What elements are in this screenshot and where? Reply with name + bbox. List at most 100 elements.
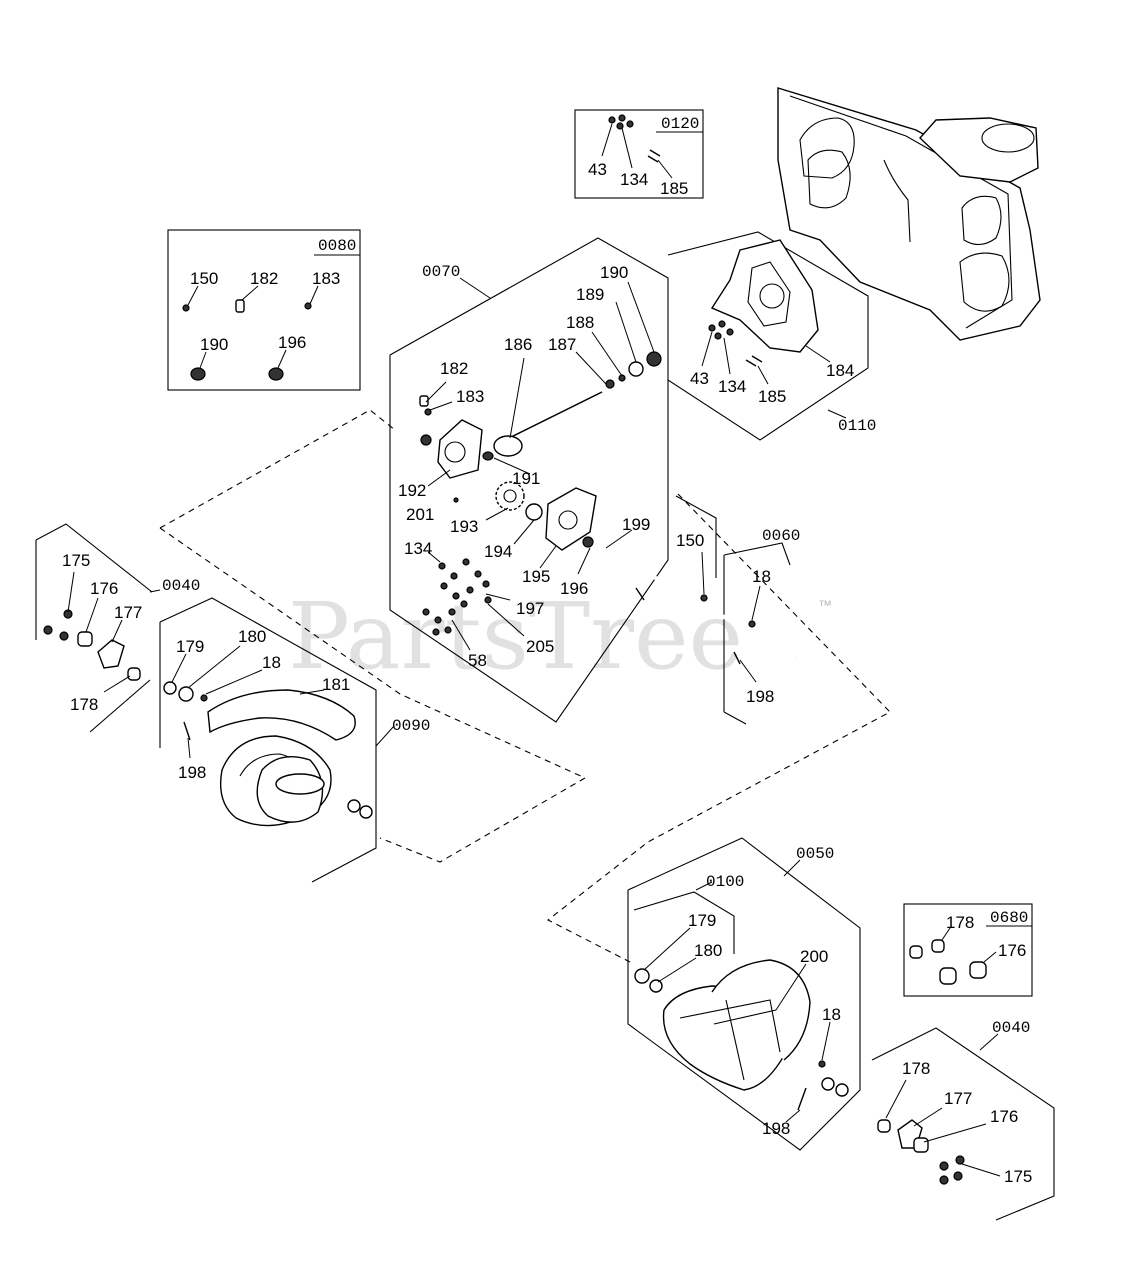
callout[interactable]: 179 xyxy=(176,637,204,656)
auger-flight-right xyxy=(662,959,849,1097)
callout[interactable]: 183 xyxy=(456,387,484,406)
callout[interactable]: 175 xyxy=(62,551,90,570)
group-0060-outline xyxy=(723,542,791,566)
callout[interactable]: 176 xyxy=(990,1107,1018,1126)
callout[interactable]: 193 xyxy=(450,517,478,536)
callout[interactable]: 182 xyxy=(250,269,278,288)
projection-line xyxy=(159,409,396,529)
group-0050: 0050 0100 xyxy=(627,837,861,1151)
group-0110-outline xyxy=(667,231,869,441)
callout[interactable]: 189 xyxy=(576,285,604,304)
group-0680-box xyxy=(903,903,1033,997)
callout[interactable]: 187 xyxy=(548,335,576,354)
auger-housing xyxy=(777,87,1041,341)
worm-gear xyxy=(482,435,523,461)
group-0060: 0060 xyxy=(595,495,800,725)
callout[interactable]: 192 xyxy=(398,481,426,500)
callout[interactable]: 195 xyxy=(522,567,550,586)
group-code[interactable]: 0120 xyxy=(661,115,699,133)
callout[interactable]: 205 xyxy=(526,637,554,656)
part-190 xyxy=(190,367,206,381)
bolt-part xyxy=(608,114,661,163)
part-182 xyxy=(235,299,245,313)
group-0040-left: 0040 xyxy=(35,523,200,733)
group-code[interactable]: 0070 xyxy=(422,263,460,281)
callout[interactable]: 150 xyxy=(676,531,704,550)
callout[interactable]: 175 xyxy=(1004,1167,1032,1186)
callout[interactable]: 134 xyxy=(620,170,648,189)
group-0090: 0090 xyxy=(159,597,430,883)
callout[interactable]: 18 xyxy=(262,653,281,672)
group-code[interactable]: 0040 xyxy=(992,1019,1030,1037)
callout[interactable]: 180 xyxy=(238,627,266,646)
gear-housing-right xyxy=(545,487,597,551)
group-0680: 0680 xyxy=(903,903,1033,997)
callout[interactable]: 181 xyxy=(322,675,350,694)
callout[interactable]: 197 xyxy=(516,599,544,618)
callout[interactable]: 177 xyxy=(114,603,142,622)
group-code[interactable]: 0100 xyxy=(706,873,744,891)
callout[interactable]: 176 xyxy=(998,941,1026,960)
callout[interactable]: 196 xyxy=(560,579,588,598)
callout[interactable]: 185 xyxy=(758,387,786,406)
callout[interactable]: 58 xyxy=(468,651,487,670)
callout[interactable]: 180 xyxy=(694,941,722,960)
group-0120-box xyxy=(574,109,704,199)
callout[interactable]: 182 xyxy=(440,359,468,378)
callouts: 43 134 185 150 182 183 190 196 190 189 1… xyxy=(62,160,1032,1186)
group-code[interactable]: 0110 xyxy=(838,417,876,435)
group-0100-outline xyxy=(633,891,735,954)
callout[interactable]: 43 xyxy=(690,369,709,388)
callout[interactable]: 199 xyxy=(622,515,650,534)
group-0040-left-outline xyxy=(35,523,153,593)
group-0080: 0080 xyxy=(167,229,361,391)
callout[interactable]: 134 xyxy=(718,377,746,396)
watermark-trademark: ™ xyxy=(818,597,832,613)
callout[interactable]: 177 xyxy=(944,1089,972,1108)
group-code[interactable]: 0040 xyxy=(162,577,200,595)
watermark-text: PartsTree xyxy=(288,583,743,690)
gear-housing-left xyxy=(419,395,483,479)
group-0110: 0110 xyxy=(667,231,876,441)
callout[interactable]: 176 xyxy=(90,579,118,598)
group-code[interactable]: 0680 xyxy=(990,909,1028,927)
callout[interactable]: 184 xyxy=(826,361,854,380)
callout[interactable]: 200 xyxy=(800,947,828,966)
bearings xyxy=(605,351,662,389)
callout[interactable]: 201 xyxy=(406,505,434,524)
callout[interactable]: 191 xyxy=(512,469,540,488)
group-code[interactable]: 0060 xyxy=(762,527,800,545)
side-plate xyxy=(710,239,819,353)
callout[interactable]: 183 xyxy=(312,269,340,288)
group-0040-right: 0040 xyxy=(871,1019,1055,1221)
callout[interactable]: 150 xyxy=(190,269,218,288)
callout[interactable]: 134 xyxy=(404,539,432,558)
callout[interactable]: 198 xyxy=(746,687,774,706)
callout[interactable]: 178 xyxy=(946,913,974,932)
callout[interactable]: 198 xyxy=(178,763,206,782)
auger-flight-left xyxy=(207,689,373,827)
callout[interactable]: 18 xyxy=(822,1005,841,1024)
callout[interactable]: 194 xyxy=(484,542,512,561)
drive-shaft xyxy=(595,542,797,660)
group-code[interactable]: 0080 xyxy=(318,237,356,255)
part-196 xyxy=(268,367,284,381)
callout[interactable]: 185 xyxy=(660,179,688,198)
callout[interactable]: 190 xyxy=(600,263,628,282)
callout[interactable]: 178 xyxy=(902,1059,930,1078)
group-0090-outline xyxy=(159,597,377,883)
group-code[interactable]: 0050 xyxy=(796,845,834,863)
callout[interactable]: 188 xyxy=(566,313,594,332)
callout[interactable]: 186 xyxy=(504,335,532,354)
callout[interactable]: 18 xyxy=(752,567,771,586)
callout[interactable]: 178 xyxy=(70,695,98,714)
group-code[interactable]: 0090 xyxy=(392,717,430,735)
spur-gear xyxy=(453,481,543,521)
callout[interactable]: 196 xyxy=(278,333,306,352)
group-0050-outline xyxy=(627,837,861,1151)
callout[interactable]: 198 xyxy=(762,1119,790,1138)
callout[interactable]: 179 xyxy=(688,911,716,930)
callout[interactable]: 43 xyxy=(588,160,607,179)
callout[interactable]: 190 xyxy=(200,335,228,354)
